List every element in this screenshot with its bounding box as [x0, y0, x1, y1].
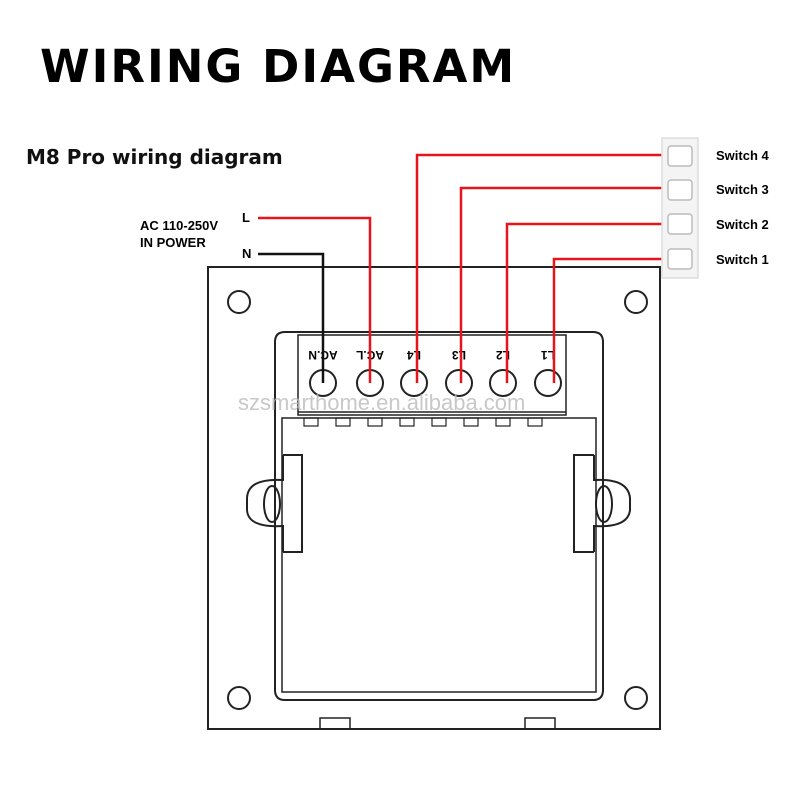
terminal-label-l3: L3: [452, 348, 466, 362]
switch-1-label: Switch 1: [716, 252, 769, 267]
watermark: szsmarthome.en.alibaba.com: [238, 390, 525, 415]
wire-l2: [505, 222, 670, 383]
bottom-tab-right: [524, 717, 556, 730]
switch-2-icon: [667, 213, 693, 235]
screw-l4: [400, 369, 428, 397]
wire-l4: [415, 153, 670, 383]
bottom-tab-left: [319, 717, 351, 730]
terminal-label-l4: L4: [407, 348, 421, 362]
power-label-line2: IN POWER: [140, 235, 206, 250]
switch-4-label: Switch 4: [716, 148, 770, 163]
page-title: WIRING DIAGRAM: [40, 40, 517, 93]
screw-l2: [489, 369, 517, 397]
screw-l3: [445, 369, 473, 397]
mount-hole-bottom-right: [624, 686, 648, 710]
wire-l3: [459, 186, 670, 383]
wire-live: [258, 216, 372, 383]
inner-body: [281, 417, 597, 693]
wire-l1: [552, 257, 670, 383]
mount-hole-top-right: [624, 290, 648, 314]
neutral-label: N: [242, 246, 251, 261]
screw-l1: [534, 369, 562, 397]
switch-1-icon: [667, 248, 693, 270]
inner-housing: [274, 331, 604, 701]
mount-hole-bottom-left: [227, 686, 251, 710]
switch-4-icon: [667, 145, 693, 167]
power-label-line1: AC 110-250V: [140, 218, 218, 233]
switch-2-label: Switch 2: [716, 217, 769, 232]
mount-hole-top-left: [227, 290, 251, 314]
terminal-block: [297, 334, 567, 416]
terminal-notches: [303, 417, 543, 427]
side-clip-left: [246, 454, 303, 553]
diagram-subtitle: M8 Pro wiring diagram: [26, 145, 283, 169]
switch-plate: [207, 266, 661, 730]
switch-3-label: Switch 3: [716, 182, 769, 197]
switch-icons: [661, 137, 699, 279]
side-clip-right: [573, 454, 631, 553]
terminal-label-l1: L1: [541, 348, 555, 362]
switch-3-icon: [667, 179, 693, 201]
live-label: L: [242, 210, 250, 225]
wire-neutral: [258, 252, 325, 383]
